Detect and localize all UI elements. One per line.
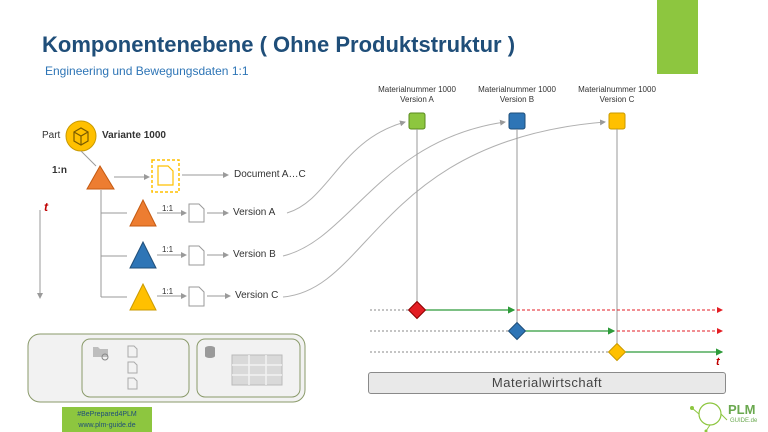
part-cube-icon [65,120,97,152]
version-a-triangle [129,198,157,227]
table-grid-icon [231,354,283,386]
material-c-square [608,112,626,130]
time-label-right: t [716,356,720,368]
link-curve-a [286,120,406,214]
dashed-document-icon [151,159,180,193]
connector-line [80,150,97,167]
material-b-square [508,112,526,130]
relation-1n-label: 1:n [52,165,67,176]
logo-main-text: PLM [728,402,756,417]
page-title: Komponentenebene ( Ohne Produktstruktur … [42,32,516,57]
material-a-number: Materialnummer 1000 [378,85,456,94]
version-c-triangle [129,282,157,311]
materialwirtschaft-box: Materialwirtschaft [368,372,726,394]
material-c-version: Version C [599,95,635,104]
document-stack-icon [127,345,138,390]
version-b-document-icon [188,245,205,266]
link-curve-c [282,119,606,298]
logo-sub-text: GUIDE.de [730,418,758,424]
page-subtitle: Engineering und Bewegungsdaten 1:1 [45,64,249,78]
material-c-number: Materialnummer 1000 [578,85,656,94]
version-b-label: Version B [233,249,276,260]
material-a-header: Materialnummer 1000 Version A [367,85,467,105]
green-accent-bar [657,0,698,74]
diamond-b [507,321,527,341]
material-a-square [408,112,426,130]
version-c-document-icon [188,286,205,307]
variant-label: Variante 1000 [102,130,166,141]
hashtag-text: #BePrepared4PLM [77,411,137,418]
website-text[interactable]: www.plm-guide.de [78,422,136,429]
diamond-a [407,300,427,320]
material-b-header: Materialnummer 1000 Version B [467,85,567,105]
material-b-version: Version B [499,95,535,104]
material-a-version: Version A [400,95,434,104]
plm-guide-logo-icon [690,402,728,432]
time-label-left: t [44,200,48,214]
version-c-label: Version C [235,290,279,301]
material-b-number: Materialnummer 1000 [478,85,556,94]
relation-11-label-a: 1:1 [162,204,174,213]
relation-11-label-c: 1:1 [162,287,174,296]
version-a-label: Version A [233,207,276,218]
folder-search-icon [93,347,109,361]
part-label: Part [42,130,61,141]
footer-tag: #BePrepared4PLM www.plm-guide.de [62,407,152,432]
relation-11-label-b: 1:1 [162,245,174,254]
link-curve-b [282,119,506,257]
storage-panel [27,333,306,403]
version-b-triangle [129,240,157,269]
variant-triangle [86,165,115,190]
document-label: Document A…C [234,169,306,180]
version-a-document-icon [188,203,205,223]
diamond-c [607,342,627,362]
material-c-header: Materialnummer 1000 Version C [567,85,667,105]
database-icon [205,346,215,358]
